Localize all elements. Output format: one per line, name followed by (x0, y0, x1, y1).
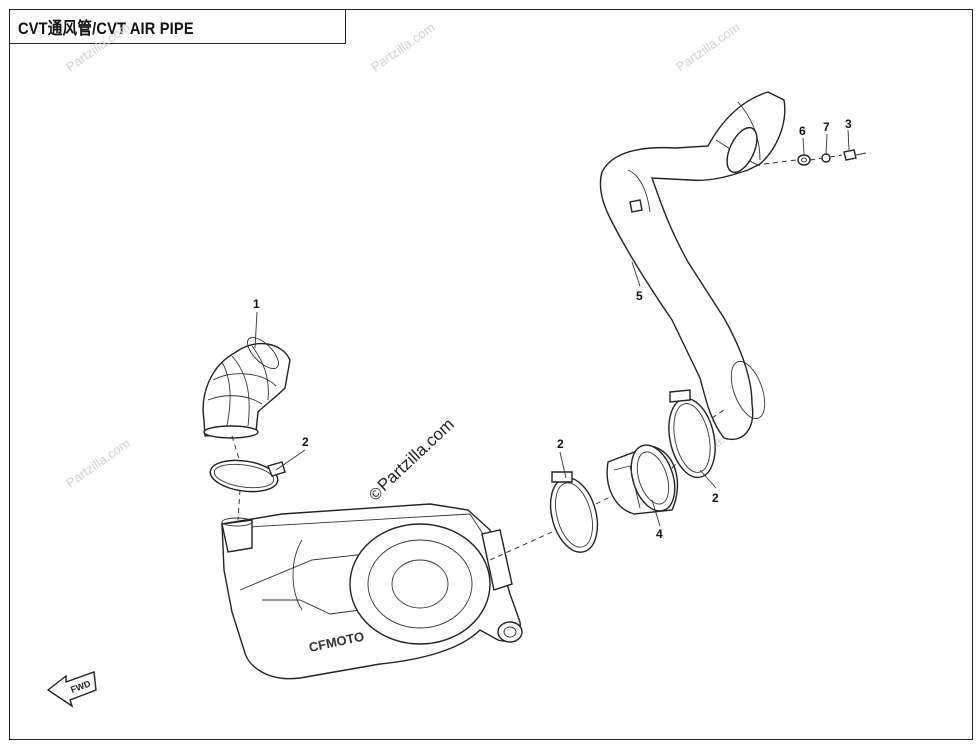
callout-labels: 1 2 2 2 3 4 5 6 7 (253, 117, 852, 541)
callout-7: 7 (823, 120, 830, 134)
watermark: Partzilla.com (63, 435, 133, 490)
watermark: Partzilla.com (673, 19, 743, 74)
leader-lines (254, 129, 850, 527)
part-1-intake-elbow (202, 337, 291, 439)
callout-2-middle: 2 (557, 437, 564, 451)
callout-3: 3 (845, 117, 852, 131)
cvt-cover: CFMOTO (221, 503, 523, 680)
title-box: CVT通风管/CVT AIR PIPE (9, 9, 346, 44)
fwd-arrow: FWD (46, 671, 97, 708)
callout-6: 6 (799, 124, 806, 138)
assembly-lines (231, 154, 843, 561)
watermark-center: Partzilla.com (374, 415, 458, 495)
callout-4: 4 (656, 527, 663, 541)
part-2-clamp-middle (549, 471, 599, 553)
callout-5: 5 (636, 289, 643, 303)
watermark: Partzilla.com (63, 19, 133, 74)
part-2-clamp-left (209, 459, 286, 493)
diagram-frame (9, 9, 973, 740)
callout-1: 1 (253, 297, 260, 311)
watermark: Partzilla.com (368, 19, 438, 74)
parts-6-7-3-fasteners (797, 149, 867, 166)
part-4-coupler (606, 444, 679, 515)
part-2-clamp-right (668, 389, 716, 479)
page-title: CVT通风管/CVT AIR PIPE (18, 19, 194, 38)
part-5-air-pipe (599, 91, 786, 440)
callout-2-left: 2 (302, 435, 309, 449)
callout-2-right: 2 (712, 491, 719, 505)
